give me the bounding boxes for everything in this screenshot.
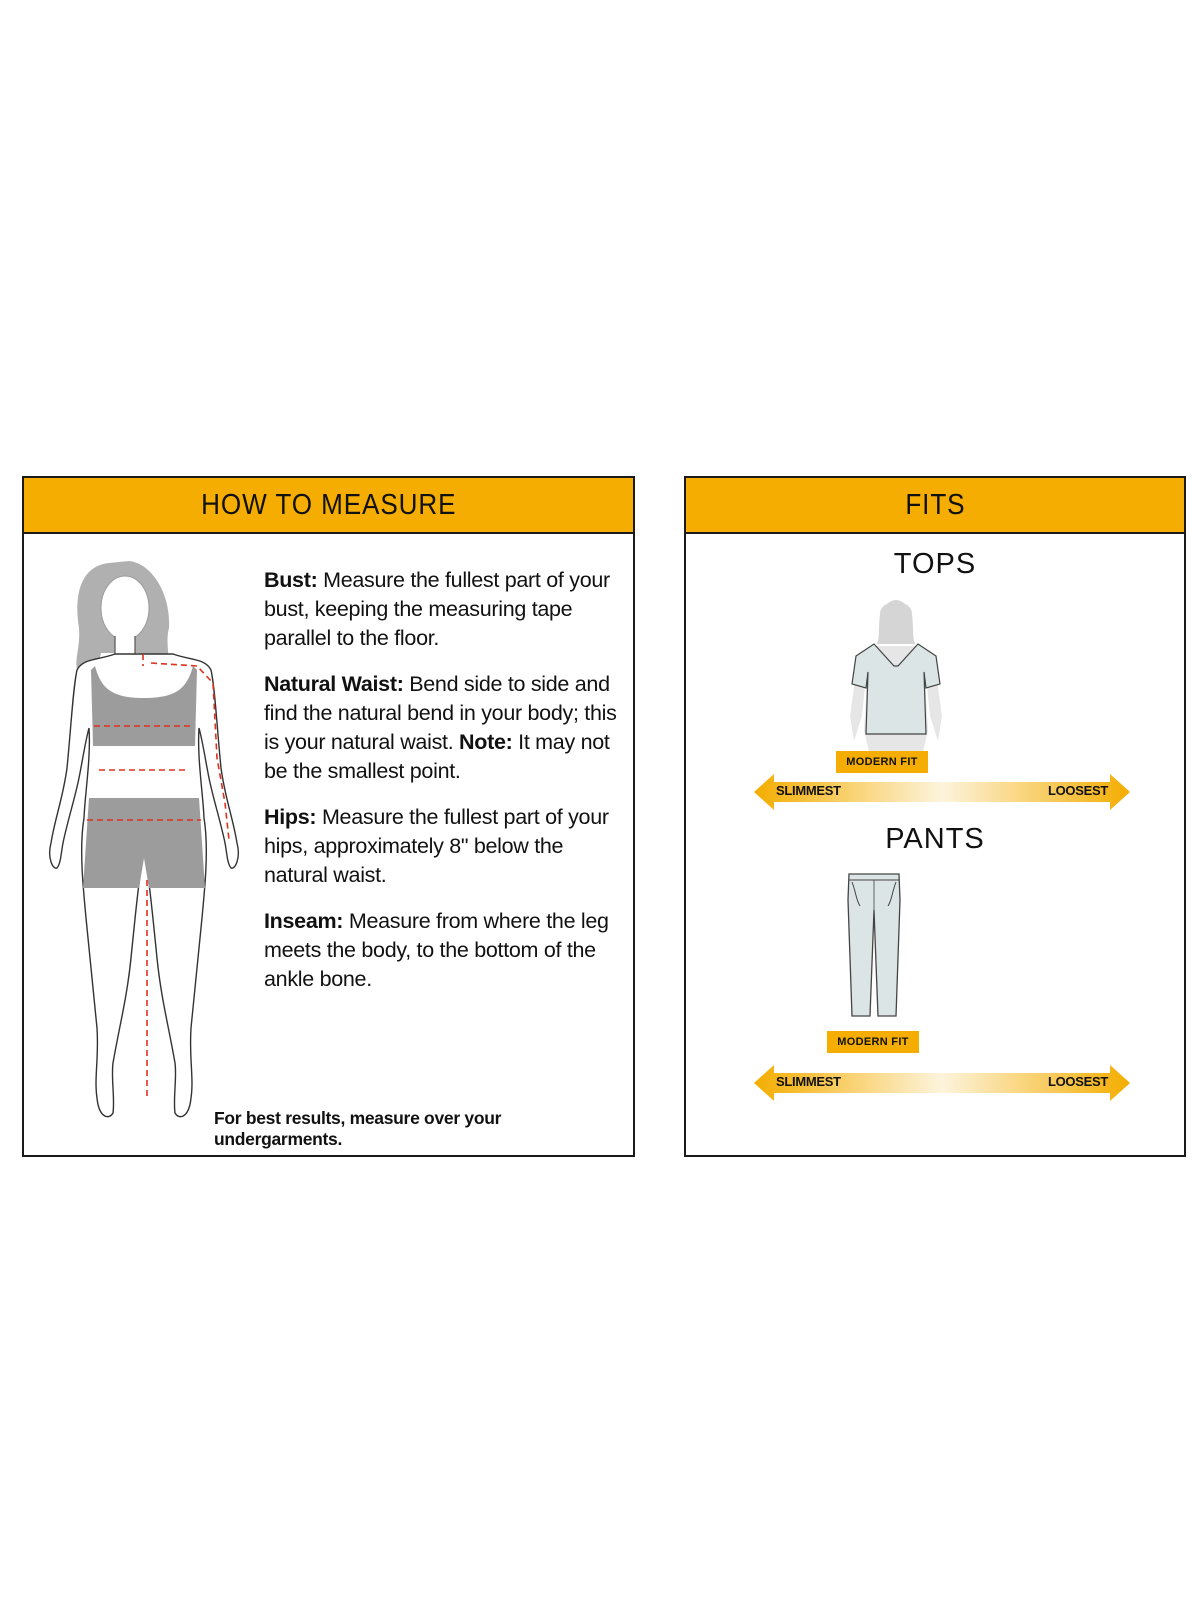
pants-fit-scale: SLIMMEST LOOSEST <box>754 1063 1130 1103</box>
pants-modern-fit-badge: MODERN FIT <box>827 1031 919 1053</box>
tops-title: TOPS <box>893 548 977 580</box>
fits-panel: FITS TOPS MODERN FIT SLIMMEST LOOSEST PA… <box>684 476 1186 1157</box>
how-to-measure-panel: HOW TO MEASURE Bust: Measure the fullest… <box>22 476 635 1157</box>
bust-text: Measure the fullest part of your bust, k… <box>264 568 610 650</box>
inseam-text: Measure from where the leg meets the bod… <box>264 909 609 991</box>
measure-footnote: For best results, measure over your unde… <box>214 1108 502 1149</box>
pants-pockets <box>851 881 897 907</box>
pants-figure <box>847 873 901 1017</box>
tops-figure <box>850 600 942 756</box>
tops-fit-scale: SLIMMEST LOOSEST <box>754 772 1130 812</box>
waist-text: Bend side to side and find the natural b… <box>264 672 617 754</box>
measure-instructions: Bust: Measure the fullest part of your b… <box>264 566 624 1011</box>
how-to-measure-title: HOW TO MEASURE <box>200 488 457 521</box>
tops-scale-max: LOOSEST <box>1047 783 1108 798</box>
tops-hair <box>876 602 916 644</box>
note-label: Note: <box>459 730 513 754</box>
neck-shape <box>114 636 136 657</box>
pants-scale-max: LOOSEST <box>1047 1074 1108 1089</box>
tops-modern-fit-badge: MODERN FIT <box>836 751 928 773</box>
tops-scale-arrow <box>754 774 1130 810</box>
body-measurement-figure <box>48 561 240 1118</box>
bust-label: Bust: <box>264 568 318 592</box>
inseam-instruction: Inseam: Measure from where the leg meets… <box>264 907 624 994</box>
bust-instruction: Bust: Measure the fullest part of your b… <box>264 566 624 653</box>
face-shape <box>100 575 150 641</box>
hips-text: Measure the fullest part of your hips, a… <box>264 805 609 887</box>
waist-label: Natural Waist: <box>264 672 404 696</box>
measurement-lines <box>87 654 230 1098</box>
hips-instruction: Hips: Measure the fullest part of your h… <box>264 803 624 890</box>
note-text: It may not be the smallest point. <box>264 730 610 783</box>
fits-header: FITS <box>686 478 1184 534</box>
tops-shirt <box>851 643 941 735</box>
pants-shape <box>847 873 901 1017</box>
fits-title: FITS <box>904 488 966 521</box>
hips-label: Hips: <box>264 805 317 829</box>
tops-scale-min: SLIMMEST <box>776 783 841 798</box>
inseam-label: Inseam: <box>264 909 344 933</box>
shorts-shape <box>83 798 205 888</box>
waist-instruction: Natural Waist: Bend side to side and fin… <box>264 670 624 786</box>
pants-scale-arrow <box>754 1065 1130 1101</box>
pants-scale-min: SLIMMEST <box>776 1074 841 1089</box>
how-to-measure-header: HOW TO MEASURE <box>24 478 633 534</box>
pants-title: PANTS <box>885 823 985 855</box>
